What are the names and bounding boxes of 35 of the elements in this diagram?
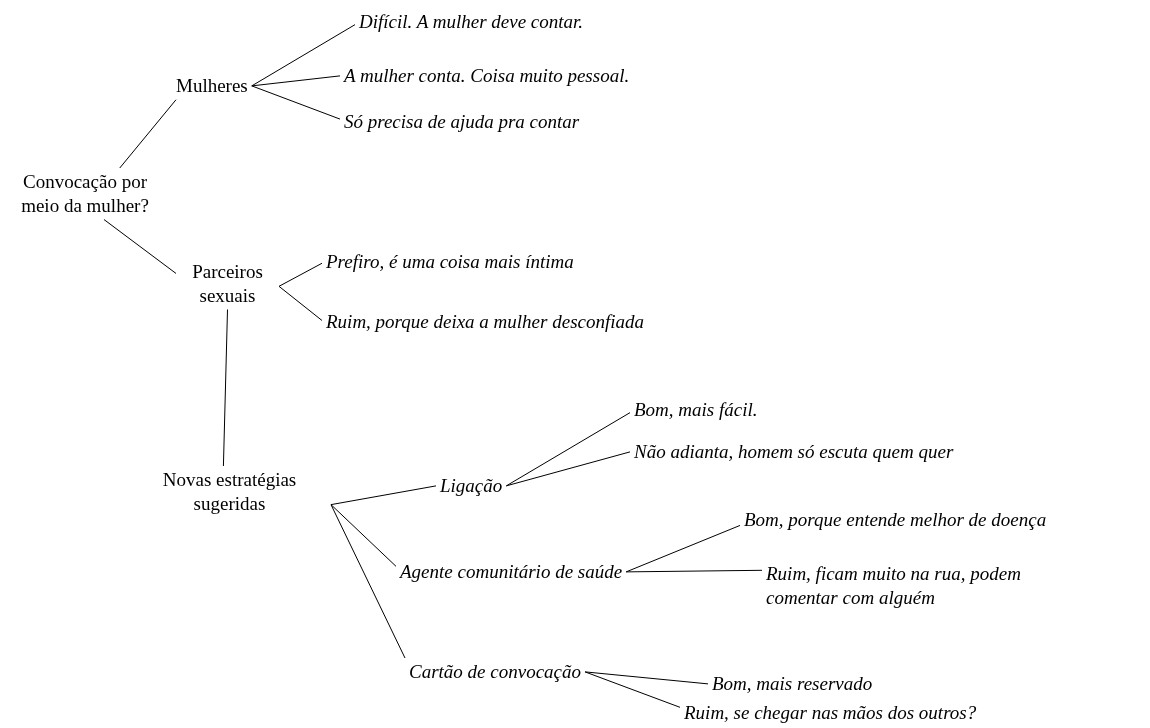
connector-line xyxy=(119,99,177,169)
response-text: Cartão de convocação xyxy=(405,658,585,686)
topic-text: Parceiros sexuais xyxy=(176,258,279,310)
connector-line xyxy=(584,671,709,685)
response-text: A mulher conta. Coisa muito pessoal. xyxy=(340,62,634,90)
response-text: Agente comunitário de saúde xyxy=(396,558,627,586)
response-text: Bom, porque entende melhor de doença xyxy=(740,506,1051,534)
response-text: Prefiro, é uma coisa mais íntima xyxy=(322,248,578,276)
response-text: Ruim, porque deixa a mulher desconfiada xyxy=(322,308,649,336)
connector-line xyxy=(251,75,341,87)
connector-line xyxy=(330,504,397,567)
connector-line xyxy=(251,85,341,120)
response-text: Ligação xyxy=(436,472,507,500)
connector-line xyxy=(584,671,681,708)
response-text: Bom, mais fácil. xyxy=(630,396,762,424)
connector-line xyxy=(222,309,228,467)
response-text: Ruim, ficam muito na rua, podem comentar com alguém xyxy=(762,560,1090,612)
topic-text: Convocação por meio da mulher? xyxy=(6,168,164,220)
connector-line xyxy=(103,219,177,274)
response-text: Não adianta, homem só escuta quem quer xyxy=(630,438,958,466)
connector-line xyxy=(505,451,631,487)
response-text: Difícil. A mulher deve contar. xyxy=(355,8,588,36)
connector-line xyxy=(330,485,437,506)
connector-line xyxy=(330,504,406,659)
response-text: Ruim, se chegar nas mãos dos outros? xyxy=(680,699,981,727)
connector-line xyxy=(251,24,356,87)
topic-text: Novas estratégias sugeridas xyxy=(128,466,331,518)
connector-line xyxy=(278,285,323,321)
connector-line xyxy=(278,262,323,287)
response-text: Bom, mais reservado xyxy=(708,670,877,698)
response-text: Só precisa de ajuda pra contar xyxy=(340,108,584,136)
connector-line xyxy=(625,524,741,573)
connector-line xyxy=(505,412,631,487)
connector-line xyxy=(625,569,763,573)
topic-text: Mulheres xyxy=(172,72,252,100)
